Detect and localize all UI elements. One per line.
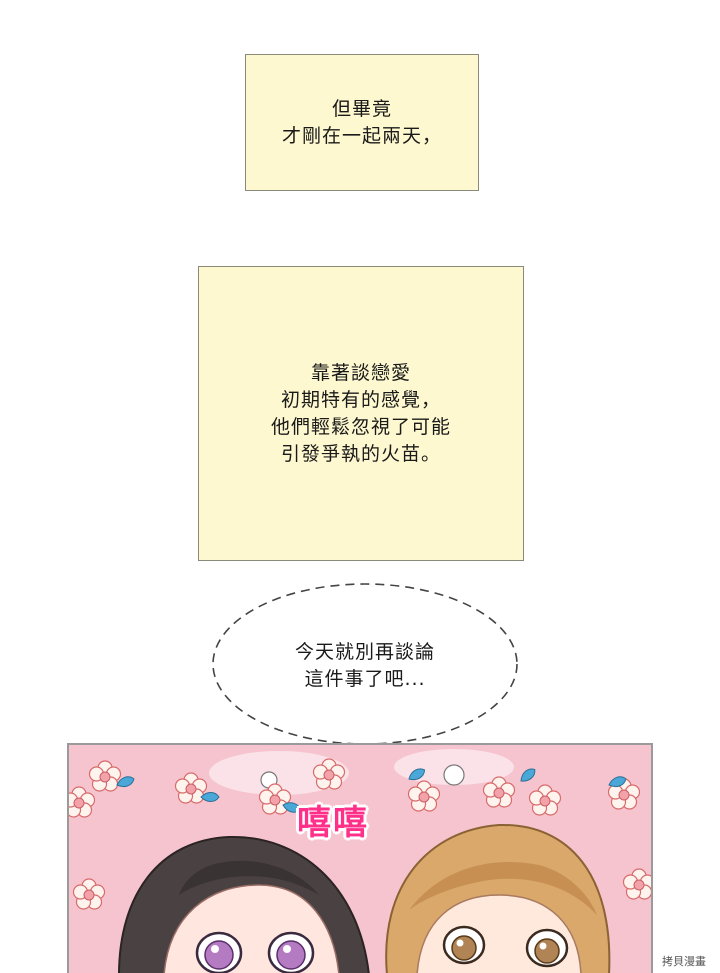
thought-line-2: 這件事了吧...	[304, 667, 426, 690]
caption-box-1: 但畢竟 才剛在一起兩天，	[245, 54, 479, 191]
sfx-giggle: 嘻嘻	[297, 803, 369, 843]
caption-text-1: 但畢竟 才剛在一起兩天，	[282, 96, 442, 150]
thought-line-1: 今天就別再談論	[294, 640, 435, 663]
comic-panel: 嘻嘻	[67, 743, 653, 973]
caption-2-line-2: 初期特有的感覺，	[280, 388, 441, 411]
thought-bubble: 今天就別再談論 這件事了吧...	[205, 578, 525, 753]
watermark: 拷貝漫畫	[660, 953, 708, 969]
caption-2-line-1: 靠著談戀愛	[310, 361, 411, 384]
caption-box-2: 靠著談戀愛 初期特有的感覺， 他們輕鬆忽視了可能 引發爭執的火苗。	[198, 266, 524, 561]
caption-text-2: 靠著談戀愛 初期特有的感覺， 他們輕鬆忽視了可能 引發爭執的火苗。	[271, 360, 451, 468]
thought-text: 今天就別再談論 這件事了吧...	[205, 578, 525, 753]
panel-illustration	[69, 749, 651, 973]
caption-1-line-1: 但畢竟	[331, 97, 392, 120]
caption-2-line-4: 引發爭執的火苗。	[280, 442, 441, 465]
caption-2-line-3: 他們輕鬆忽視了可能	[270, 415, 451, 438]
caption-1-line-2: 才剛在一起兩天，	[281, 124, 442, 147]
